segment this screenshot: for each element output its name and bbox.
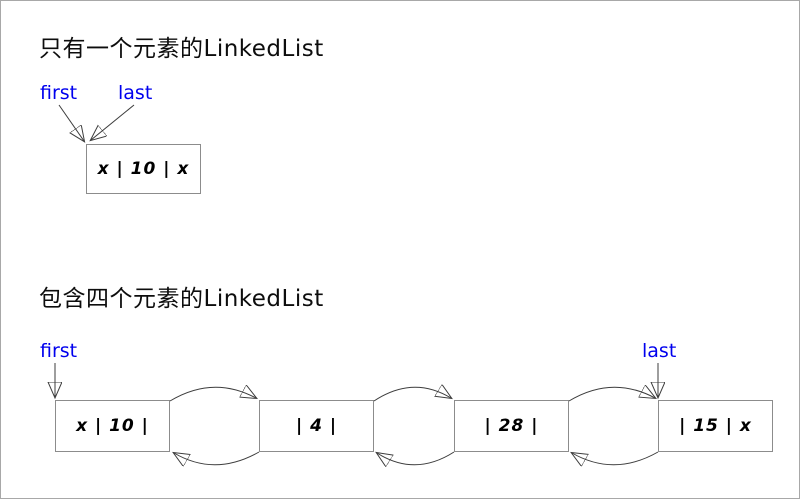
single-list-node-box: x | 10 | x <box>86 144 201 194</box>
next-arc-node3-node4 <box>568 387 655 402</box>
prev-arc-node3-node2 <box>377 451 455 465</box>
prev-arc-node4-node3 <box>572 451 659 465</box>
four-list-node-value-1: x | 10 | <box>76 416 149 436</box>
four-list-last-pointer-label: last <box>642 340 677 362</box>
four-list-node-box-4: | 15 | x <box>658 400 773 452</box>
four-list-first-pointer-label: first <box>40 340 78 362</box>
single-list-node-value: x | 10 | x <box>97 159 190 179</box>
four-list-title: 包含四个元素的LinkedList <box>39 286 324 312</box>
four-list-node-value-4: | 15 | x <box>679 416 752 436</box>
single-first-pointer-arrow <box>58 104 84 141</box>
four-list-node-value-2: | 4 | <box>295 416 338 436</box>
prev-arc-node2-node1 <box>174 451 260 465</box>
four-list-node-box-3: | 28 | <box>454 400 569 452</box>
next-arc-node1-node2 <box>169 387 256 402</box>
next-arc-node2-node3 <box>373 387 451 402</box>
single-list-first-pointer-label: first <box>40 82 78 104</box>
four-list-node-box-1: x | 10 | <box>55 400 170 452</box>
single-list-last-pointer-label: last <box>118 82 153 104</box>
four-list-node-value-3: | 28 | <box>484 416 539 436</box>
single-last-pointer-arrow <box>91 104 135 140</box>
single-list-title: 只有一个元素的LinkedList <box>39 36 324 62</box>
four-list-node-box-2: | 4 | <box>259 400 374 452</box>
